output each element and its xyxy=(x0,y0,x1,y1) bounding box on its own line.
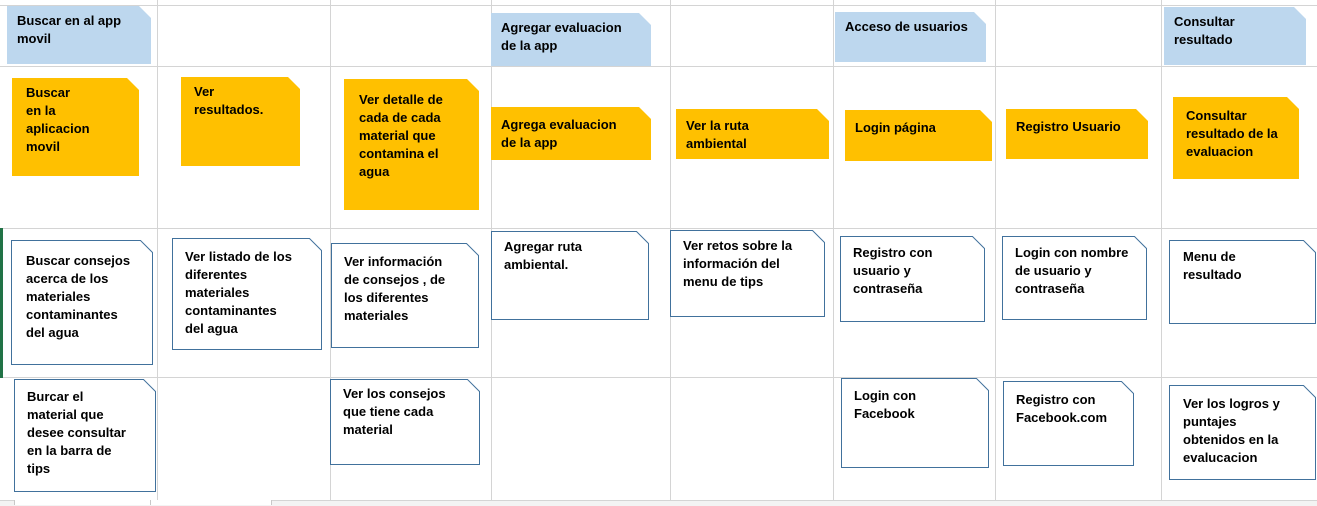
card-outline xyxy=(331,243,479,348)
story-card-text: Ver los consejos que tiene cada material xyxy=(343,386,446,437)
activity-card-consultar-resultado[interactable]: Consultar resultado de la evaluacion xyxy=(1173,97,1299,179)
header-card-text: Acceso de usuarios xyxy=(835,12,986,62)
activity-card-ver-ruta-ambiental[interactable]: Ver la ruta ambiental xyxy=(676,109,829,159)
card-outline xyxy=(14,379,156,492)
header-card-acceso-usuarios[interactable]: Acceso de usuarios xyxy=(835,12,986,62)
grid-column-line xyxy=(157,0,158,500)
activity-card-text: Ver detalle de cada de cada material que… xyxy=(344,79,479,210)
header-card-buscar[interactable]: Buscar en al app movil xyxy=(7,6,151,64)
activity-card-registro-usuario[interactable]: Registro Usuario xyxy=(1006,109,1148,159)
activity-card-text: Agrega evaluacion de la app xyxy=(491,107,651,160)
activity-card-text: Consultar resultado de la evaluacion xyxy=(1173,97,1299,179)
story-card-ver-informacion-consejos[interactable]: Ver información de consejos , de los dif… xyxy=(331,243,479,348)
story-card-text: Login con Facebook xyxy=(854,388,917,421)
header-card-text: Buscar en al app movil xyxy=(7,6,151,64)
story-card-login-facebook[interactable]: Login con Facebook xyxy=(841,378,989,468)
grid-column-line xyxy=(1161,0,1162,500)
story-card-registro-usuario-contrasena[interactable]: Registro con usuario y contraseña xyxy=(840,236,985,322)
story-card-ver-consejos-material[interactable]: Ver los consejos que tiene cada material xyxy=(330,379,480,465)
activity-card-ver-resultados[interactable]: Ver resultados. xyxy=(181,77,300,166)
activity-card-text: Registro Usuario xyxy=(1006,109,1148,159)
card-outline xyxy=(1169,385,1316,480)
grid-row-line xyxy=(0,228,1317,229)
story-card-text: Login con nombre de usuario y contraseña xyxy=(1015,245,1129,296)
story-card-text: Registro con Facebook.com xyxy=(1016,392,1108,425)
story-card-login-nombre-usuario[interactable]: Login con nombre de usuario y contraseña xyxy=(1002,236,1147,320)
header-card-consultar-resultado[interactable]: Consultar resultado xyxy=(1164,7,1306,65)
story-card-buscar-consejos[interactable]: Buscar consejos acerca de los materiales… xyxy=(11,240,153,365)
story-card-text: Buscar consejos acerca de los materiales… xyxy=(26,253,131,340)
story-card-text: Ver retos sobre la información del menu … xyxy=(683,238,793,289)
story-card-ver-logros[interactable]: Ver los logros y puntajes obtenidos en l… xyxy=(1169,385,1316,480)
story-card-agregar-ruta[interactable]: Agregar ruta ambiental. xyxy=(491,231,649,320)
header-card-agregar-evaluacion[interactable]: Agregar evaluacion de la app xyxy=(491,13,651,66)
story-card-text: Menu de resultado xyxy=(1183,249,1242,282)
activity-card-buscar-aplicacion[interactable]: Buscar en la aplicacion movil xyxy=(12,78,139,176)
activity-card-ver-detalle[interactable]: Ver detalle de cada de cada material que… xyxy=(344,79,479,210)
story-card-burcar-material[interactable]: Burcar el material que desee consultar e… xyxy=(14,379,156,492)
story-card-registro-facebook[interactable]: Registro con Facebook.com xyxy=(1003,381,1134,466)
card-outline xyxy=(1003,381,1134,466)
activity-card-text: Buscar en la aplicacion movil xyxy=(12,78,139,176)
card-outline xyxy=(172,238,322,350)
header-card-text: Consultar resultado xyxy=(1164,7,1306,65)
grid-column-line xyxy=(330,0,331,500)
story-card-ver-retos[interactable]: Ver retos sobre la información del menu … xyxy=(670,230,825,317)
activity-card-agrega-evaluacion[interactable]: Agrega evaluacion de la app xyxy=(491,107,651,160)
sheet-tab[interactable] xyxy=(14,500,152,505)
story-card-text: Agregar ruta ambiental. xyxy=(504,239,583,272)
grid-column-line xyxy=(995,0,996,500)
card-outline xyxy=(491,231,649,320)
row-selection-indicator xyxy=(0,228,3,378)
story-card-text: Burcar el material que desee consultar e… xyxy=(27,389,126,476)
story-card-text: Registro con usuario y contraseña xyxy=(853,245,933,296)
story-card-menu-resultado[interactable]: Menu de resultado xyxy=(1169,240,1316,324)
sheet-tab-bar xyxy=(0,500,1317,506)
activity-card-text: Ver resultados. xyxy=(181,77,300,166)
activity-card-text: Login página xyxy=(845,110,992,161)
card-outline xyxy=(11,240,153,365)
story-card-text: Ver los logros y puntajes obtenidos en l… xyxy=(1183,396,1280,465)
sheet-tab-active[interactable] xyxy=(150,500,272,505)
grid-top-line xyxy=(0,5,1317,6)
story-card-text: Ver información de consejos , de los dif… xyxy=(344,254,446,323)
card-outline xyxy=(1002,236,1147,320)
card-outline xyxy=(1169,240,1316,324)
grid-column-line xyxy=(833,0,834,500)
card-outline xyxy=(670,230,825,317)
story-card-text: Ver listado de los diferentes materiales… xyxy=(185,249,292,336)
activity-card-text: Ver la ruta ambiental xyxy=(676,109,829,159)
grid-row-line xyxy=(0,377,1317,378)
card-outline xyxy=(841,378,989,468)
activity-card-login-pagina[interactable]: Login página xyxy=(845,110,992,161)
card-outline xyxy=(330,379,480,465)
story-card-ver-listado[interactable]: Ver listado de los diferentes materiales… xyxy=(172,238,322,350)
header-card-text: Agregar evaluacion de la app xyxy=(491,13,651,66)
card-outline xyxy=(840,236,985,322)
grid-row-line xyxy=(0,66,1317,67)
